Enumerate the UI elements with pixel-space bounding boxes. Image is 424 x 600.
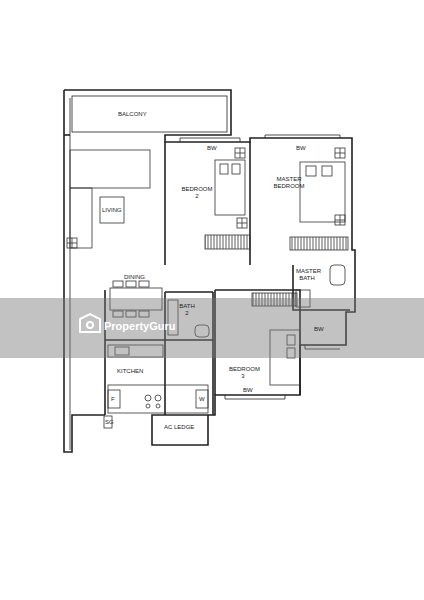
window-tag: BW: [314, 326, 324, 333]
appliance-tag: W: [199, 396, 205, 403]
room-name: BALCONY: [118, 111, 147, 118]
room-name: AC LEDGE: [164, 424, 194, 431]
appliance-tag: SG: [105, 419, 114, 426]
furniture-label: LIVING: [102, 207, 122, 214]
appliance-tag: F: [111, 396, 115, 403]
watermark-text: PropertyGuru: [104, 320, 176, 332]
room-name: MASTER BATH: [296, 268, 318, 282]
window-tag: BW: [207, 145, 217, 152]
room-name: KITCHEN: [117, 368, 143, 375]
watermark-band: [0, 298, 424, 358]
room-name: BEDROOM 2: [180, 186, 214, 200]
window-tag: BW: [296, 145, 306, 152]
room-name: MASTER BEDROOM: [272, 176, 306, 190]
room-name: BATH 2: [178, 303, 196, 317]
window-tag: BW: [243, 387, 253, 394]
room-name: BEDROOM 3: [229, 366, 257, 380]
watermark-logo: [80, 314, 100, 332]
room-name: DINING: [124, 274, 145, 281]
